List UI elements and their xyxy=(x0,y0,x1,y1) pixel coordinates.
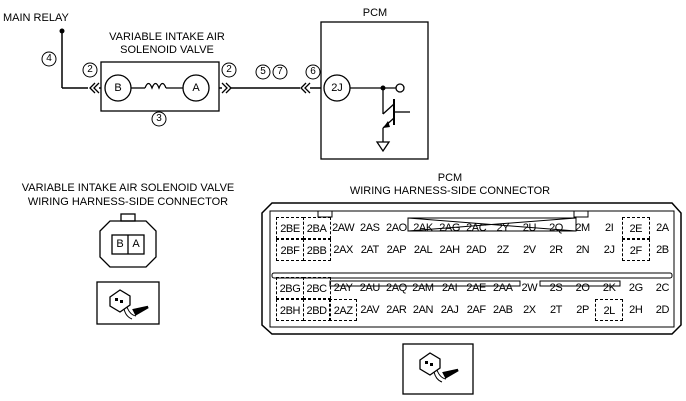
terminal-a-label: A xyxy=(192,82,200,94)
pcm-pin-2v: 2V xyxy=(523,244,536,256)
pcm-pin-2c: 2C xyxy=(655,282,670,294)
solenoid-coil-icon xyxy=(144,82,167,90)
pcm-pin-2aj: 2AJ xyxy=(440,304,459,316)
pcm-pin-2bd: 2BD xyxy=(302,299,331,321)
pcm-pin-2f: 2F xyxy=(621,239,650,261)
pcm-label: PCM xyxy=(362,7,388,19)
callout-5: 5 xyxy=(260,66,266,77)
pcm-pin-2r: 2R xyxy=(549,244,563,256)
pcm-connector-outline xyxy=(261,202,682,335)
callout-2-left: 2 xyxy=(87,64,93,75)
pcm-pin-2ar: 2AR xyxy=(386,304,407,316)
pcm-pin-2ai: 2AI xyxy=(441,282,458,294)
pcm-pin-2s: 2S xyxy=(549,282,563,294)
pcm-pin-2aq: 2AQ xyxy=(385,282,407,294)
pcm-pin-2d: 2D xyxy=(655,304,670,316)
transistor-collector xyxy=(382,103,395,115)
pcm-connector-title-1: PCM xyxy=(437,172,463,184)
pcm-pin-2ab: 2AB xyxy=(493,304,513,316)
pcm-pin-2e: 2E xyxy=(621,217,650,239)
pcm-connector-latch-rail xyxy=(271,272,673,279)
pcm-pin-2q: 2Q xyxy=(549,222,563,234)
pcm-pin-2aw: 2AW xyxy=(332,222,355,234)
pcm-pin-2ap: 2AP xyxy=(386,244,407,256)
pcm-pin-2z: 2Z xyxy=(496,244,509,256)
pcm-pin-2i: 2I xyxy=(605,222,614,234)
pcm-pin-2h: 2H xyxy=(629,304,643,316)
pcm-pin-2au: 2AU xyxy=(359,282,381,294)
pcm-pin-2n: 2N xyxy=(575,244,590,256)
pcm-pin-2aa: 2AA xyxy=(493,282,513,294)
solenoid-title-line-1: VARIABLE INTAKE AIR xyxy=(109,31,225,43)
connector-chevron-left-icon xyxy=(89,82,100,94)
pcm-pin-2at: 2AT xyxy=(360,244,380,256)
callout-2-right: 2 xyxy=(226,64,232,75)
solenoid-valve-box xyxy=(100,61,220,112)
pcm-pin-2ag: 2AG xyxy=(439,222,460,234)
pcm-pin-2j: 2J xyxy=(603,244,615,256)
pcm-pin-2bb: 2BB xyxy=(302,239,331,261)
pcm-connector-chevron-icon xyxy=(300,82,311,94)
pcm-pin-2m: 2M xyxy=(575,222,590,234)
pcm-pin-2y: 2Y xyxy=(496,222,510,234)
pcm-pin-2b: 2B xyxy=(656,244,669,256)
solenoid-connector-title-1: VARIABLE INTAKE AIR SOLENOID VALVE xyxy=(21,182,235,194)
pcm-pin-2ac: 2AC xyxy=(466,222,487,234)
callout-6: 6 xyxy=(310,66,316,77)
pcm-connector-view-box xyxy=(402,343,474,395)
plug-view-icon-pcm xyxy=(419,352,459,383)
pcm-pin-2x: 2X xyxy=(523,304,536,316)
pcm-pin-2af: 2AF xyxy=(466,304,486,316)
solenoid-pin-a: A xyxy=(132,238,140,250)
ground-icon xyxy=(375,141,391,153)
solenoid-connector-view-box xyxy=(96,281,160,325)
pcm-pin-2ah: 2AH xyxy=(439,244,460,256)
pcm-pin-2av: 2AV xyxy=(360,304,380,316)
pcm-pin-2bh: 2BH xyxy=(276,299,304,321)
terminal-b-label: B xyxy=(114,82,122,94)
pcm-pin-2as: 2AS xyxy=(360,222,380,234)
pcm-pin-2ao: 2AO xyxy=(385,222,407,234)
pcm-pin-2u: 2U xyxy=(522,222,537,234)
pcm-pin-2a: 2A xyxy=(656,222,669,234)
pcm-pin-2o: 2O xyxy=(575,282,590,294)
pcm-pin-2al: 2AL xyxy=(413,244,433,256)
pcm-pin-2w: 2W xyxy=(521,282,538,294)
pcm-pin-2k: 2K xyxy=(602,282,616,294)
pcm-pin-2ba: 2BA xyxy=(302,217,331,239)
pcm-terminal-label: 2J xyxy=(331,82,343,94)
pcm-pin-2be: 2BE xyxy=(276,217,304,239)
pcm-connector-title-2: WIRING HARNESS-SIDE CONNECTOR xyxy=(349,185,551,197)
pcm-pin-2l: 2L xyxy=(595,299,624,321)
pcm-pin-2bc: 2BC xyxy=(302,277,331,299)
pcm-pin-2an: 2AN xyxy=(412,304,434,316)
main-relay-label: MAIN RELAY xyxy=(3,12,69,24)
pcm-pin-2bg: 2BG xyxy=(276,277,304,299)
callout-3: 3 xyxy=(156,113,162,124)
solenoid-pin-b: B xyxy=(116,238,124,250)
pcm-pin-2am: 2AM xyxy=(412,282,434,294)
pcm-pin-2g: 2G xyxy=(628,282,643,294)
pcm-pin-2ad: 2AD xyxy=(466,244,487,256)
pcm-pin-2az: 2AZ xyxy=(329,299,358,321)
plug-view-icon-solenoid xyxy=(109,289,149,320)
pcm-output-terminal-icon xyxy=(395,83,405,93)
pcm-pin-2p: 2P xyxy=(576,304,589,316)
solenoid-connector-title-2: WIRING HARNESS-SIDE CONNECTOR xyxy=(27,196,229,208)
solenoid-title-line-2: SOLENOID VALVE xyxy=(120,44,214,56)
pcm-pin-2ay: 2AY xyxy=(333,282,353,294)
emitter-arrow-icon xyxy=(383,121,390,128)
pcm-pin-2ak: 2AK xyxy=(413,222,433,234)
pcm-pin-2t: 2T xyxy=(549,304,563,316)
pcm-box xyxy=(320,21,429,160)
pcm-pin-2ax: 2AX xyxy=(333,244,353,256)
callout-4: 4 xyxy=(46,53,52,64)
pcm-pin-2ae: 2AE xyxy=(466,282,486,294)
pcm-pin-2bf: 2BF xyxy=(276,239,304,261)
callout-7: 7 xyxy=(277,66,283,77)
